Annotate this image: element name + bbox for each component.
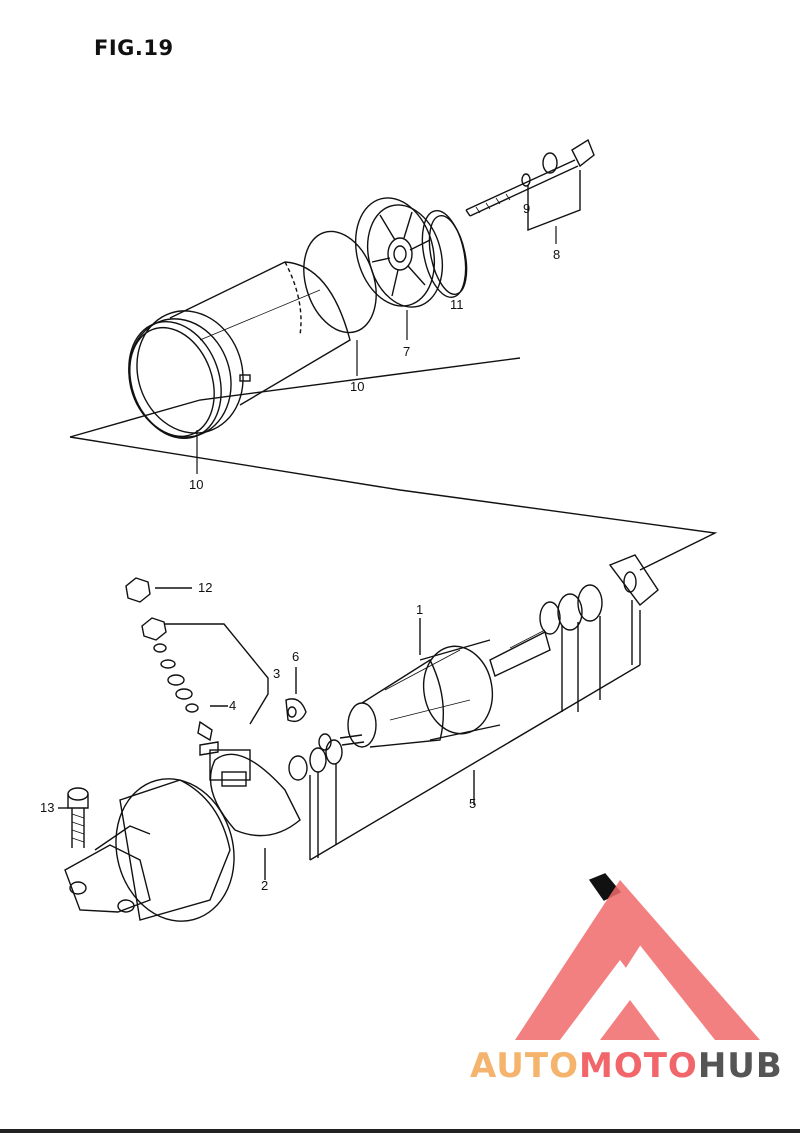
watermark-text: AUTOMOTOHUB: [470, 1046, 783, 1086]
terminal-parts-stack: [141, 617, 213, 742]
brush-holder: [199, 741, 301, 837]
callout-2: 2: [261, 878, 268, 893]
nut: [125, 577, 151, 603]
callout-11: 11: [450, 297, 464, 312]
brush-spring: [285, 698, 307, 723]
callout-12: 12: [198, 580, 212, 595]
watermark-moto: MOTO: [578, 1046, 698, 1086]
watermark-hub: HUB: [697, 1046, 783, 1086]
callout-4: 4: [229, 698, 236, 713]
callout-10-right: 10: [350, 379, 364, 394]
watermark-logo-icon: [515, 880, 760, 1040]
callout-13: 13: [40, 800, 54, 815]
figure-title: FIG.19: [94, 36, 174, 60]
callout-7: 7: [403, 344, 410, 359]
callout-5: 5: [469, 796, 476, 811]
callout-1: 1: [416, 602, 423, 617]
callout-3: 3: [273, 666, 280, 681]
bottom-border: [0, 1129, 800, 1133]
watermark-auto: AUTO: [470, 1046, 579, 1086]
armature: [339, 629, 551, 748]
shaft-washers-right: [539, 554, 659, 635]
group-bracket-upper: [69, 357, 521, 438]
callout-8: 8: [553, 247, 560, 262]
callout-9: 9: [523, 201, 530, 216]
callout-10-left: 10: [189, 477, 203, 492]
group-bracket-lower: [309, 664, 641, 861]
end-cover: [354, 197, 443, 308]
bracket-3-4: [165, 623, 269, 725]
callout-6: 6: [292, 649, 299, 664]
bolt: [67, 787, 89, 848]
bracket-8-9: [527, 170, 581, 232]
o-ring-right: [303, 230, 377, 334]
shaft-washers-left: [288, 733, 343, 781]
front-end-housing: [64, 778, 235, 922]
through-bolt: [465, 138, 595, 217]
